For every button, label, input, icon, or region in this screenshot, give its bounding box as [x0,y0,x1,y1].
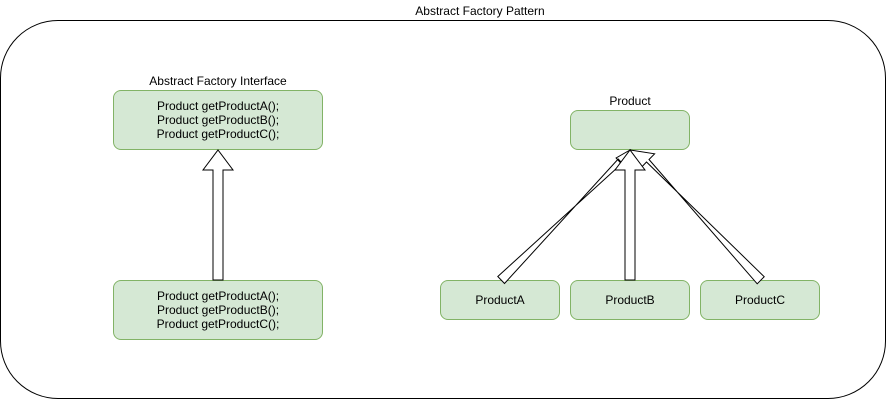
product-box[interactable] [570,110,690,150]
product-label: Product [609,94,651,108]
product-b-inheritance-arrow [614,149,646,281]
product-a-label: ProductA [475,293,525,307]
factory-method-a: Product getProductA(); [156,99,280,113]
product-b-box[interactable]: ProductB [570,280,690,320]
factory-method-c: Product getProductC(); [156,127,280,141]
factory-inheritance-arrow [202,149,234,281]
product-c-box[interactable]: ProductC [700,280,820,320]
concrete-method-c: Product getProductC(); [156,317,280,331]
diagram-title: Abstract Factory Pattern [415,4,545,18]
product-c-inheritance-arrow [629,149,765,285]
factory-interface-box[interactable]: Product getProductA(); Product getProduc… [113,90,323,150]
product-a-inheritance-arrow [497,148,632,285]
concrete-method-b: Product getProductB(); [156,303,280,317]
factory-method-b: Product getProductB(); [156,113,280,127]
concrete-factory-box[interactable]: Product getProductA(); Product getProduc… [113,280,323,340]
concrete-method-a: Product getProductA(); [156,289,280,303]
product-c-label: ProductC [734,293,786,307]
product-a-box[interactable]: ProductA [440,280,560,320]
factory-interface-label: Abstract Factory Interface [149,74,287,88]
product-b-label: ProductB [605,293,655,307]
